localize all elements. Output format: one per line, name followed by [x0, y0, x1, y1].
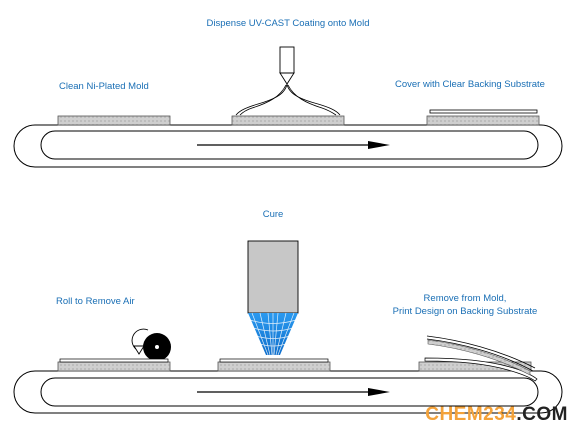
- roll-direction-icon: [131, 328, 149, 355]
- backing-substrate-roll: [59, 358, 169, 363]
- mold-dispense: [231, 115, 345, 126]
- mold-cover: [426, 115, 540, 126]
- dispenser-nozzle: [279, 46, 295, 85]
- mold-clean: [57, 115, 171, 126]
- label-remove-line1: Remove from Mold,: [423, 293, 507, 304]
- peeled-substrate: [424, 335, 538, 382]
- label-remove-line2: Print Design on Backing Substrate: [392, 306, 538, 317]
- watermark-brand: CHEM234: [425, 404, 517, 425]
- top-conveyor: [13, 124, 563, 168]
- bottom-conveyor: [13, 370, 563, 414]
- watermark-tld: .COM: [516, 404, 568, 425]
- label-cure: Cure: [262, 209, 284, 220]
- label-dispense: Dispense UV-CAST Coating onto Mold: [206, 18, 370, 29]
- uv-lamp: [247, 240, 299, 314]
- label-clean-mold: Clean Ni-Plated Mold: [59, 81, 149, 92]
- roller: [143, 333, 171, 361]
- label-cover: Cover with Clear Backing Substrate: [395, 79, 545, 90]
- coating-streams: [235, 83, 341, 116]
- uv-light-cone: [248, 312, 298, 356]
- top-direction-arrow: [197, 141, 390, 149]
- bottom-direction-arrow: [197, 388, 390, 396]
- backing-substrate: [429, 109, 538, 114]
- backing-substrate-cure: [219, 358, 329, 363]
- watermark-logo: CHEM234.COM: [425, 404, 568, 426]
- label-roll: Roll to Remove Air: [56, 296, 135, 307]
- mold-roll: [57, 361, 171, 372]
- mold-cure: [217, 361, 331, 372]
